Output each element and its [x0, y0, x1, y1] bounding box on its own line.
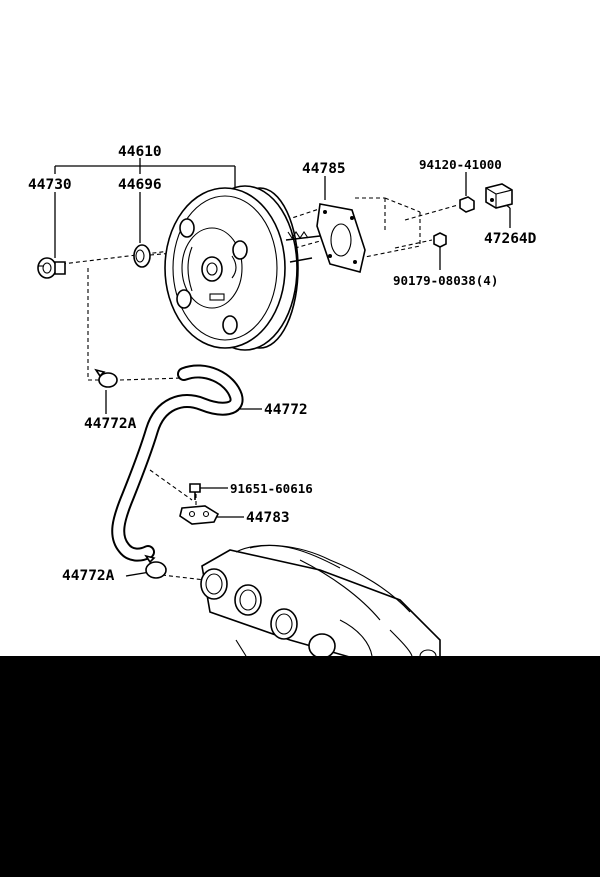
hose-bracket [179, 505, 220, 525]
part-labels: 44610 44730 44696 44785 94120-41000 4726… [28, 144, 537, 584]
label-44730: 44730 [28, 177, 72, 193]
grommet-ring [133, 244, 151, 268]
label-44785: 44785 [302, 161, 346, 177]
intake-manifold [200, 544, 441, 663]
label-44696: 44696 [118, 177, 162, 193]
booster-gasket [316, 203, 366, 273]
vacuum-hose [111, 364, 244, 562]
bolt [189, 483, 201, 500]
hose-clamp-lower [144, 554, 167, 579]
nut [459, 196, 475, 213]
stud-nut [433, 232, 447, 248]
label-44783: 44783 [246, 510, 290, 526]
brake-booster [164, 185, 321, 351]
label-44772: 44772 [264, 402, 308, 418]
label-44772a-upper: 44772A [84, 416, 137, 432]
check-valve-grommet [37, 257, 66, 279]
label-94120-41000: 94120-41000 [419, 157, 502, 172]
hose-clamp-upper [94, 368, 118, 388]
label-91651-60616: 91651-60616 [230, 481, 313, 496]
label-44610: 44610 [118, 144, 162, 160]
label-90179-08038: 90179-08038(4) [393, 273, 498, 288]
leader-lines [54, 158, 511, 577]
bracket [485, 183, 513, 209]
label-44772a-lower: 44772A [62, 568, 115, 584]
label-47264d: 47264D [484, 231, 537, 247]
black-band [0, 656, 600, 877]
